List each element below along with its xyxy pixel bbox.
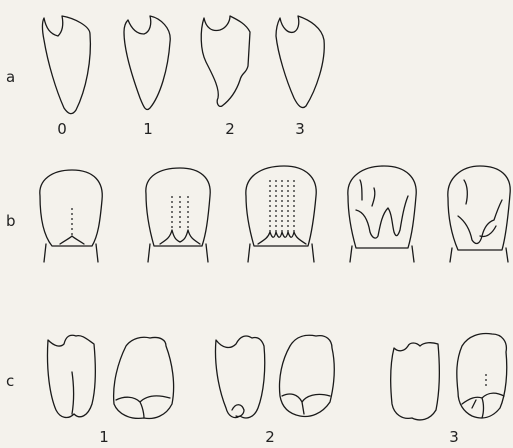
pair-label-3: 3 bbox=[449, 428, 459, 446]
pair-label-2: 2 bbox=[265, 428, 275, 446]
row-c-pair-3-lateral bbox=[391, 343, 440, 420]
row-a-tooth-2 bbox=[201, 16, 250, 106]
row-b-crown-1 bbox=[40, 170, 102, 262]
stage-label-3: 3 bbox=[295, 120, 305, 138]
row-b-crown-3 bbox=[246, 166, 316, 262]
stage-label-1: 1 bbox=[143, 120, 153, 138]
pair-label-1: 1 bbox=[99, 428, 109, 446]
row-a-tooth-0 bbox=[43, 16, 91, 114]
stage-label-2: 2 bbox=[225, 120, 235, 138]
row-label-b: b bbox=[6, 212, 16, 230]
row-b-crown-2 bbox=[146, 168, 210, 262]
row-b-crown-4 bbox=[348, 166, 416, 262]
stage-label-0: 0 bbox=[57, 120, 67, 138]
row-b-crown-5 bbox=[448, 166, 510, 262]
row-a-tooth-1 bbox=[124, 16, 170, 110]
row-label-c: c bbox=[6, 372, 14, 390]
row-c-pair-1-lateral bbox=[47, 335, 95, 417]
row-c-pair-3-crown bbox=[457, 334, 507, 419]
row-c-pair-2-crown bbox=[279, 335, 334, 416]
row-c-pair-2-lateral bbox=[215, 336, 264, 418]
row-label-a: a bbox=[6, 68, 15, 86]
row-a-tooth-3 bbox=[276, 16, 324, 108]
row-c-pair-1-crown bbox=[114, 337, 174, 418]
